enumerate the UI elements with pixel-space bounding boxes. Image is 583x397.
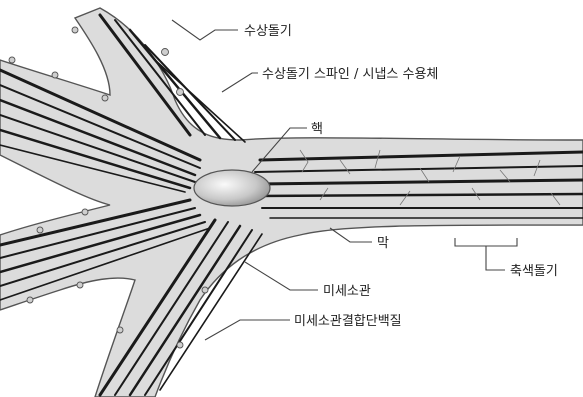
label-microtubule: 미세소관 (323, 284, 371, 299)
label-membrane: 막 (377, 236, 389, 251)
label-dendrite: 수상돌기 (244, 24, 292, 39)
leader-dendrite (172, 20, 238, 40)
nucleus (194, 170, 270, 206)
label-dendrite-spine: 수상돌기 스파인 / 시냅스 수용체 (262, 67, 438, 82)
leader-map (205, 320, 290, 340)
label-nucleus: 핵 (311, 122, 323, 137)
label-microtubule-associated-protein: 미세소관결합단백질 (294, 314, 402, 329)
leader-microtubule (245, 262, 318, 290)
label-axon: 축색돌기 (510, 264, 558, 279)
leader-axon-bracket (455, 238, 517, 270)
leader-dendrite-spine (222, 73, 258, 92)
